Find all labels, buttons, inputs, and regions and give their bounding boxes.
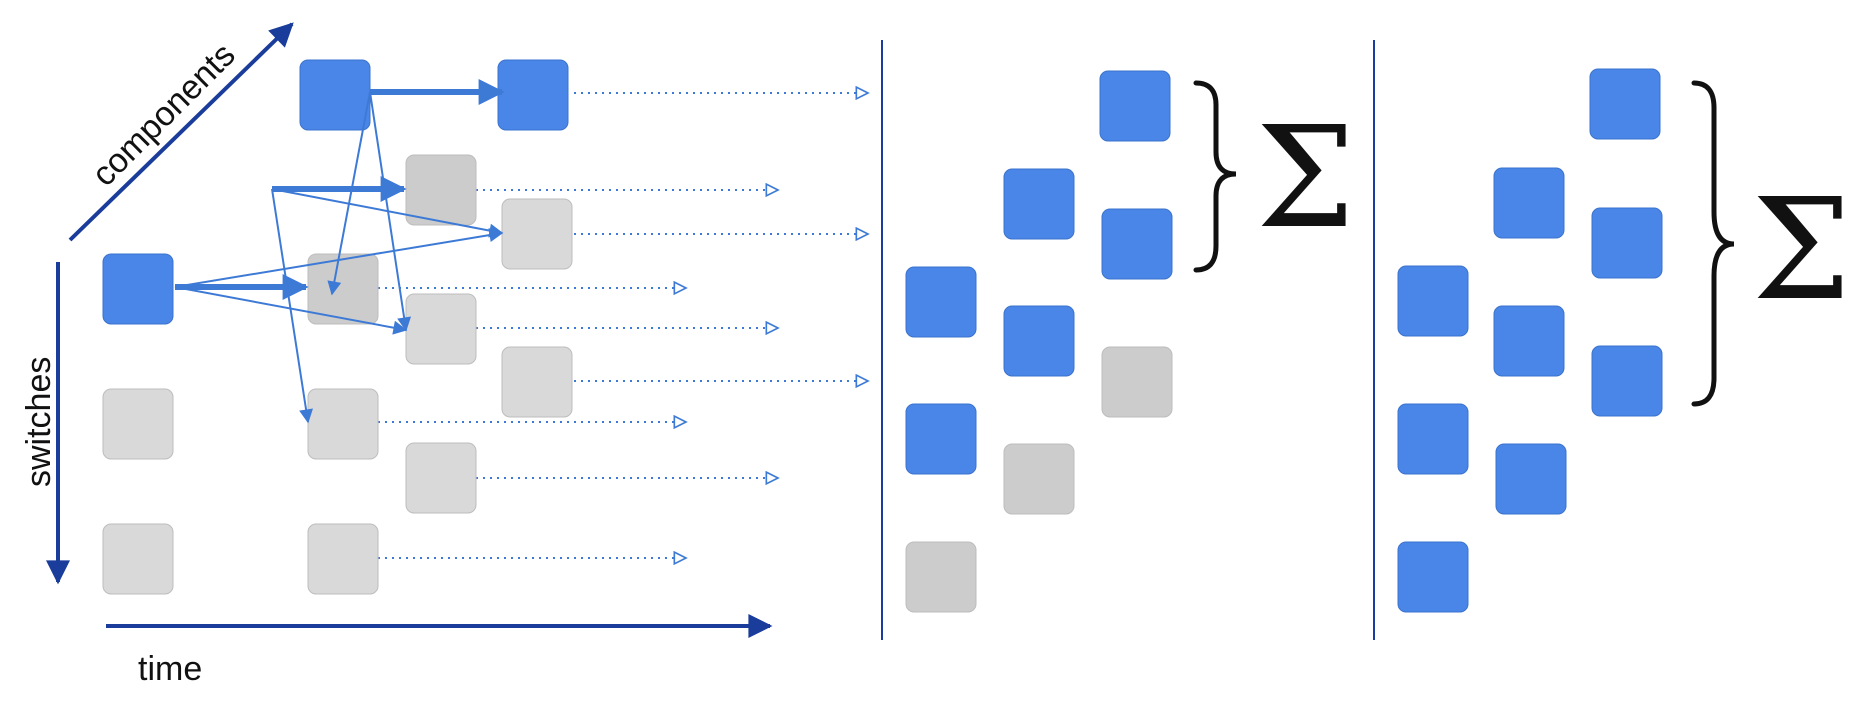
active-component-square <box>299 59 371 131</box>
active-component-square <box>1003 168 1075 240</box>
right-panel: Σ <box>1397 68 1851 613</box>
curly-brace-icon <box>1691 80 1735 407</box>
active-component-square <box>1493 305 1565 377</box>
switches-axis-label: switches <box>20 357 58 487</box>
right-squares <box>1397 68 1663 613</box>
components-axis <box>68 22 294 242</box>
active-component-square <box>102 253 174 325</box>
sum-symbol: Σ <box>1256 97 1355 260</box>
active-component-square <box>1397 541 1469 613</box>
inactive-component-square <box>102 388 174 460</box>
active-component-square <box>1397 265 1469 337</box>
inactive-component-square <box>307 388 379 460</box>
components-axis-label: components <box>85 36 243 194</box>
inactive-component-square <box>405 442 477 514</box>
transition-arrows <box>174 79 505 424</box>
left-panel: components switches time <box>20 22 868 688</box>
inactive-component-square <box>1101 346 1173 418</box>
active-component-square <box>1589 68 1661 140</box>
thin-arrow <box>369 91 412 332</box>
active-component-square <box>1591 345 1663 417</box>
inactive-component-square <box>102 523 174 595</box>
active-component-square <box>1099 70 1171 142</box>
inactive-component-square <box>905 541 977 613</box>
middle-squares <box>905 70 1173 613</box>
active-component-square <box>1591 207 1663 279</box>
inactive-component-square <box>501 346 573 418</box>
left-squares <box>102 59 573 595</box>
sum-symbol: Σ <box>1752 169 1851 332</box>
thin-arrow <box>327 91 371 296</box>
active-component-square <box>1493 167 1565 239</box>
active-component-square <box>497 59 569 131</box>
active-component-square <box>1397 403 1469 475</box>
active-component-square <box>905 403 977 475</box>
inactive-component-square <box>405 154 477 226</box>
inactive-component-square <box>501 198 573 270</box>
curly-brace-icon <box>1193 80 1237 273</box>
active-component-square <box>905 266 977 338</box>
active-component-square <box>1495 443 1567 515</box>
inactive-component-square <box>1003 443 1075 515</box>
dotted-output-arrows <box>378 93 868 558</box>
active-component-square <box>1101 208 1173 280</box>
time-axis-label: time <box>138 650 202 688</box>
active-component-square <box>1003 305 1075 377</box>
inactive-component-square <box>307 523 379 595</box>
middle-panel: Σ <box>905 70 1355 613</box>
thin-arrow <box>271 188 313 424</box>
inactive-component-square <box>405 293 477 365</box>
